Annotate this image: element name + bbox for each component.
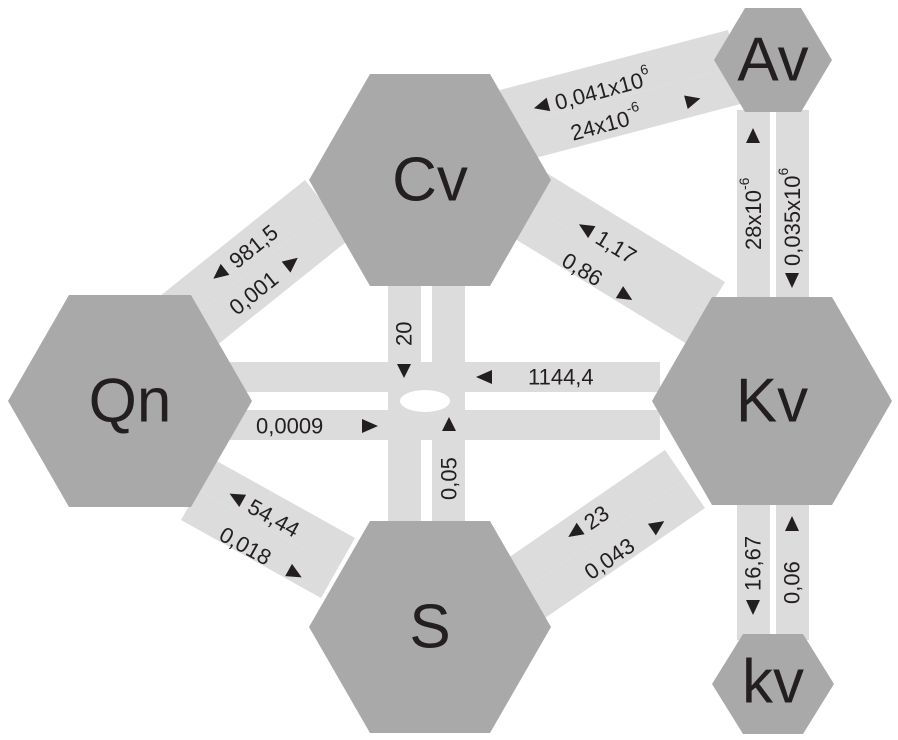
arrow-up-right-icon (281, 257, 298, 273)
rate-kv-hub: 1144,4 (476, 365, 594, 390)
rate-kv-kv-left: 16,67 (741, 536, 766, 615)
node-s-label: S (409, 593, 450, 662)
node-cv-hexagon (309, 74, 551, 286)
connection-bands (155, 30, 809, 640)
rate-cv-hub-label: 20 (392, 322, 417, 346)
arrow-right-icon (684, 95, 701, 109)
node-av-label: Av (737, 26, 808, 95)
arrow-down-icon (397, 364, 411, 378)
band-cv-qn-top (155, 180, 328, 329)
arrow-down-right-icon (615, 286, 633, 300)
rate-kv-hub-label: 1144,4 (528, 365, 594, 390)
arrow-up-right-icon (647, 521, 665, 536)
rate-qn-hub: 0,0009 (256, 414, 378, 439)
rate-s-hub: 0,05 (437, 457, 462, 500)
node-s: S (309, 521, 551, 733)
node-kv-small-label: kv (742, 648, 804, 717)
arrow-left-icon (533, 97, 551, 112)
arrow-up-icon (442, 417, 456, 431)
central-hub (400, 390, 450, 412)
rate-qn-hub-label: 0,0009 (256, 414, 323, 439)
node-s-hexagon (309, 521, 551, 733)
rate-av-kv-left-label: 28x10-6 (736, 177, 766, 250)
band-qn-s-top (198, 460, 355, 568)
arrow-down-left-icon (568, 522, 585, 537)
node-cv: Cv (309, 74, 551, 286)
arrow-up-left-icon (578, 224, 596, 239)
band-cv-kv-top (526, 172, 725, 313)
rate-av-kv-right: 0,035x106 (775, 167, 805, 288)
band-cv-av-bottom (510, 66, 748, 162)
arrow-up-left-icon (229, 493, 247, 508)
band-av-kv-right (776, 110, 809, 300)
band-qn-kv-top (230, 362, 660, 392)
band-kv-kv-left (737, 500, 770, 640)
node-av: Av (714, 8, 832, 112)
band-s-kv-top (505, 450, 685, 589)
node-av-hexagon (714, 8, 832, 112)
band-s-kv-bottom (525, 479, 705, 618)
node-qn-label: Qn (89, 367, 172, 436)
node-kv-small-hexagon (712, 634, 834, 734)
rate-kv-kv-left-label: 16,67 (741, 536, 766, 591)
node-cv-label: Cv (392, 146, 468, 215)
arrow-down-right-icon (285, 563, 302, 578)
rate-av-kv-right-label: 0,035x106 (775, 167, 805, 266)
node-qn: Qn (8, 295, 252, 507)
arrow-down-icon (746, 600, 760, 615)
band-cv-qn-bottom (178, 209, 351, 358)
node-kv-large-hexagon (652, 297, 892, 505)
band-cv-av-top (500, 30, 738, 126)
band-qn-s-bottom (181, 490, 338, 598)
rate-s-hub-label: 0,05 (437, 457, 462, 500)
node-kv-small: kv (712, 634, 834, 734)
node-kv-large-label: Kv (736, 367, 808, 436)
arrow-up-icon (746, 128, 760, 143)
rate-av-kv-left: 28x10-6 (736, 128, 766, 250)
arrow-right-icon (362, 419, 378, 433)
arrow-down-left-icon (213, 263, 230, 279)
rate-kv-kv-right-label: 0,06 (780, 561, 805, 604)
node-kv-large: Kv (652, 297, 892, 505)
compartments: Cv Qn Kv S Av kv (8, 8, 892, 734)
arrow-up-icon (785, 516, 799, 531)
band-cv-kv-bottom (507, 203, 706, 344)
arrow-left-icon (476, 370, 492, 384)
rate-cv-hub: 20 (392, 322, 417, 346)
arrow-down-icon (785, 273, 799, 288)
rate-kv-kv-right: 0,06 (780, 516, 805, 604)
node-qn-hexagon (8, 295, 252, 507)
